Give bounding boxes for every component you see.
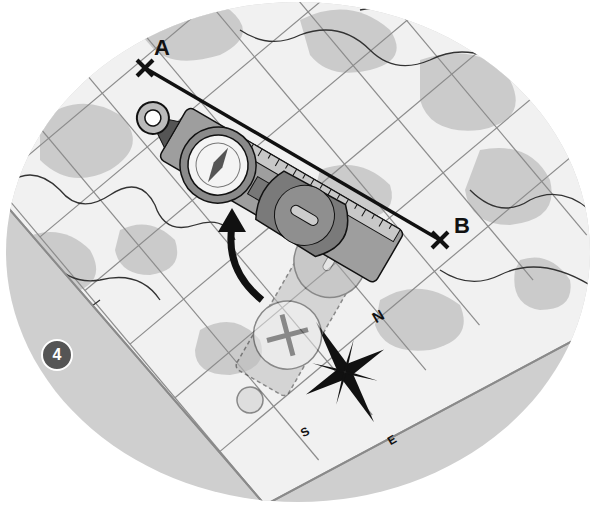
callout-circle [42, 340, 72, 370]
rotation-arrowhead [218, 208, 246, 232]
point-label: A [154, 37, 170, 59]
rotation-arrow [231, 226, 262, 300]
bearing-line [145, 68, 440, 240]
point-label: B [454, 215, 470, 237]
callout-number: 4 [53, 347, 62, 363]
lensatic-compass [116, 84, 406, 296]
